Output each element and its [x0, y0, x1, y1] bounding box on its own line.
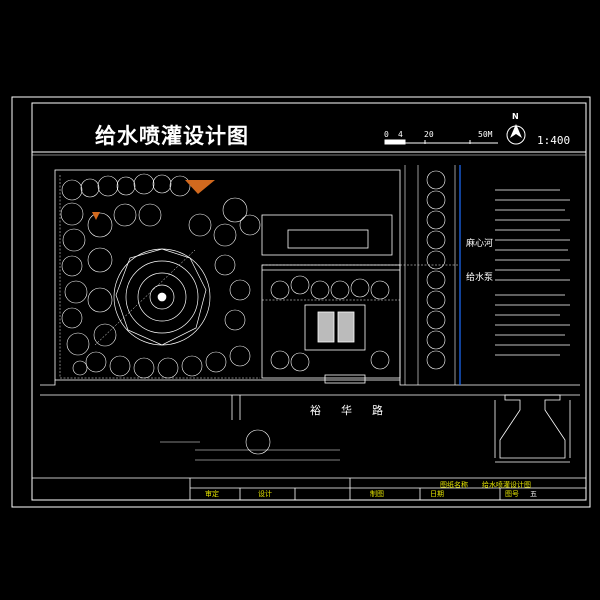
scalebar-tick-4: 4: [398, 130, 403, 139]
inner-frame: [31, 102, 587, 501]
well-section-detail: [494, 394, 571, 463]
scalebar-tick-0: 0: [384, 130, 389, 139]
legend: [160, 429, 340, 461]
scalebar-tick-20: 20: [424, 130, 434, 139]
tb-design: 设计: [258, 490, 272, 498]
road-label: 裕华路: [310, 404, 403, 417]
pump-label: 给水泵: [466, 273, 494, 283]
title-block: [32, 477, 586, 500]
tb-sheet: 图号: [505, 490, 519, 498]
road: [40, 380, 580, 420]
north-arrow-icon: [506, 124, 526, 145]
accent-mark: [185, 180, 215, 194]
pipe-network: [59, 175, 460, 379]
river-column: [404, 165, 461, 385]
scalebar-tick-50m: 50M: [478, 130, 493, 139]
drawing-title: 给水喷灌设计图: [95, 123, 249, 148]
tb-review: 审定: [205, 490, 219, 498]
tb-project-label: 图纸名称: [440, 481, 468, 489]
tb-check: 制图: [370, 490, 384, 498]
river-label: 麻心河: [466, 239, 494, 249]
central-plaza: [113, 248, 211, 346]
site-plan: [54, 169, 401, 384]
north-label: N: [512, 112, 519, 121]
tb-project-name: 给水喷灌设计图: [482, 481, 531, 489]
planting-clusters: [60, 173, 390, 379]
tb-date: 日期: [430, 490, 444, 498]
drawing-scale: 1:400: [537, 134, 571, 147]
scalebar: [384, 139, 498, 145]
tb-sheet-no: 五: [530, 490, 537, 498]
notes-text-lines: [495, 189, 570, 356]
outer-frame: [11, 96, 591, 508]
